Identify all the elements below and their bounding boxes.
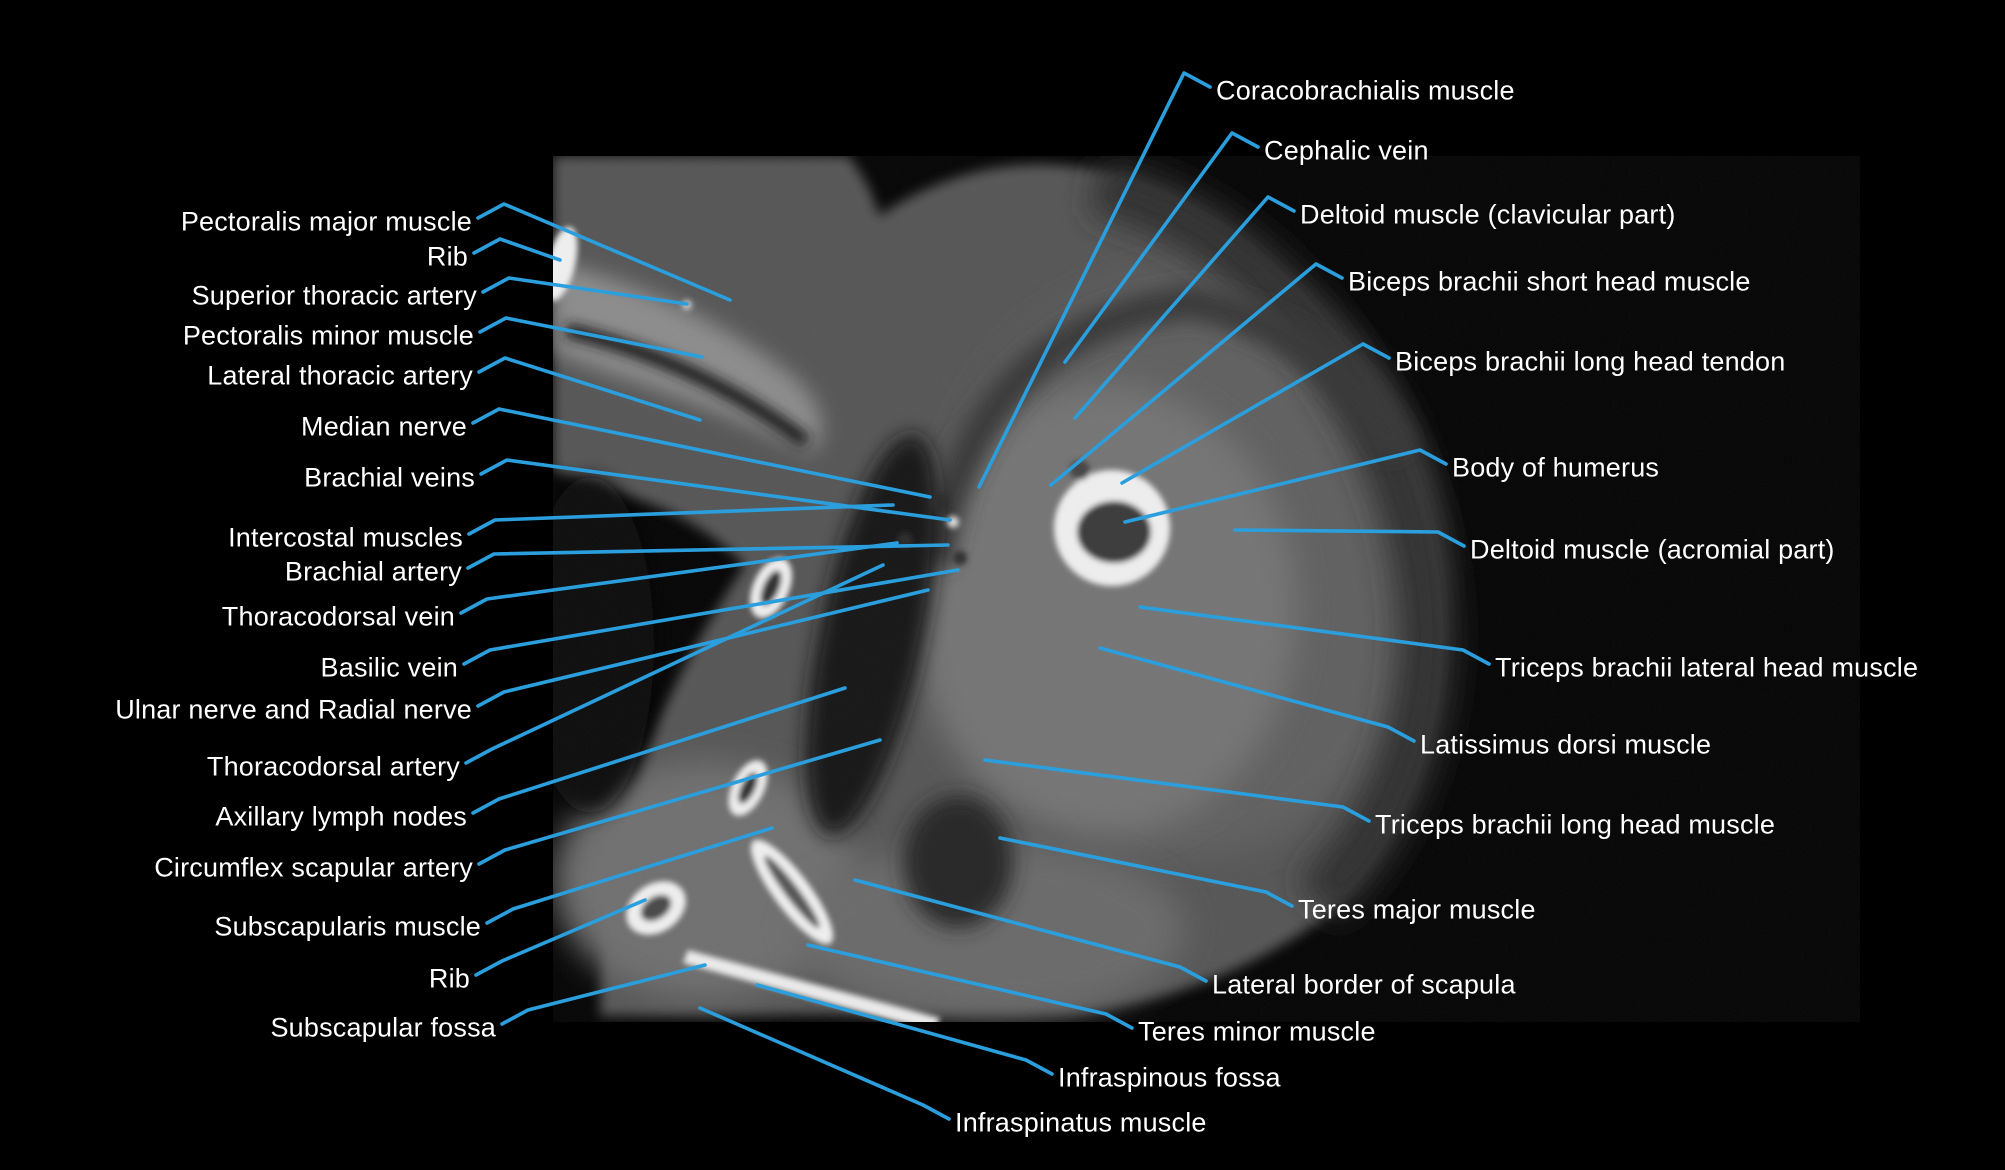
leader-line [472,237,562,262]
leader-line [1123,448,1448,524]
anatomy-label: Brachial veins [304,462,475,493]
leader-line [471,686,847,815]
leader-line [476,202,732,302]
anatomy-label: Coracobrachialis muscle [1216,75,1515,106]
anatomy-label: Body of humerus [1452,452,1660,483]
anatomy-label: Brachial artery [284,556,462,587]
anatomy-label: Superior thoracic artery [191,280,477,311]
leader-line [477,738,882,866]
leader-line [698,1006,951,1121]
anatomy-label: Lateral thoracic artery [207,360,473,391]
anatomy-label: Triceps brachii long head muscle [1375,809,1776,840]
leader-line [479,458,952,522]
anatomy-label: Cephalic vein [1264,135,1429,166]
leader-line [977,71,1212,489]
leader-line [466,543,950,570]
leader-line [471,407,932,499]
anatomy-label: Biceps brachii short head muscle [1348,266,1751,297]
leader-line [462,568,960,666]
leader-line [806,943,1134,1030]
anatomy-label: Deltoid muscle (clavicular part) [1300,199,1676,230]
leader-line [1233,528,1466,548]
anatomy-label: Biceps brachii long head tendon [1395,346,1786,377]
anatomy-label: Ulnar nerve and Radial nerve [115,694,472,725]
leader-line [485,826,774,925]
anatomy-label: Intercostal muscles [228,522,463,553]
anatomy-label: Pectoralis major muscle [180,206,472,237]
anatomy-label: Basilic vein [320,652,458,683]
anatomy-label: Circumflex scapular artery [154,852,473,883]
leader-line [477,356,702,422]
leader-line [1120,342,1391,485]
leader-line [478,316,704,359]
leader-line [474,898,647,977]
leader-line [755,983,1054,1076]
anatomy-label: Median nerve [301,411,467,442]
anatomy-label: Deltoid muscle (acromial part) [1470,534,1835,565]
leader-line [1073,195,1296,420]
leader-line [1098,646,1416,743]
anatomy-label: Infraspinous fossa [1058,1062,1281,1093]
anatomy-label: Latissimus dorsi muscle [1420,729,1712,760]
leader-line [1138,605,1491,666]
anatomy-label: Thoracodorsal vein [221,601,455,632]
anatomy-label: Lateral border of scapula [1212,969,1516,1000]
leader-line [500,963,707,1026]
leader-line [459,541,899,615]
leader-line [1049,262,1344,487]
anatomy-label: Rib [426,241,468,272]
leader-line [998,836,1294,908]
anatomy-label: Pectoralis minor muscle [182,320,474,351]
leader-line [481,276,689,306]
anatomy-label: Thoracodorsal artery [206,751,460,782]
leader-line [1063,131,1260,364]
anatomy-label: Rib [428,963,470,994]
anatomy-label: Teres minor muscle [1138,1016,1376,1047]
anatomy-label: Infraspinatus muscle [955,1107,1207,1138]
leader-line [467,503,895,536]
anatomy-label: Subscapularis muscle [214,911,481,942]
anatomy-label: Subscapular fossa [270,1012,496,1043]
leader-line [983,758,1371,823]
anatomy-label: Teres major muscle [1298,894,1536,925]
leader-line [476,588,930,708]
leader-line [464,563,885,765]
leader-line [853,878,1208,983]
anatomy-label: Axillary lymph nodes [215,801,467,832]
anatomy-label: Triceps brachii lateral head muscle [1495,652,1919,683]
